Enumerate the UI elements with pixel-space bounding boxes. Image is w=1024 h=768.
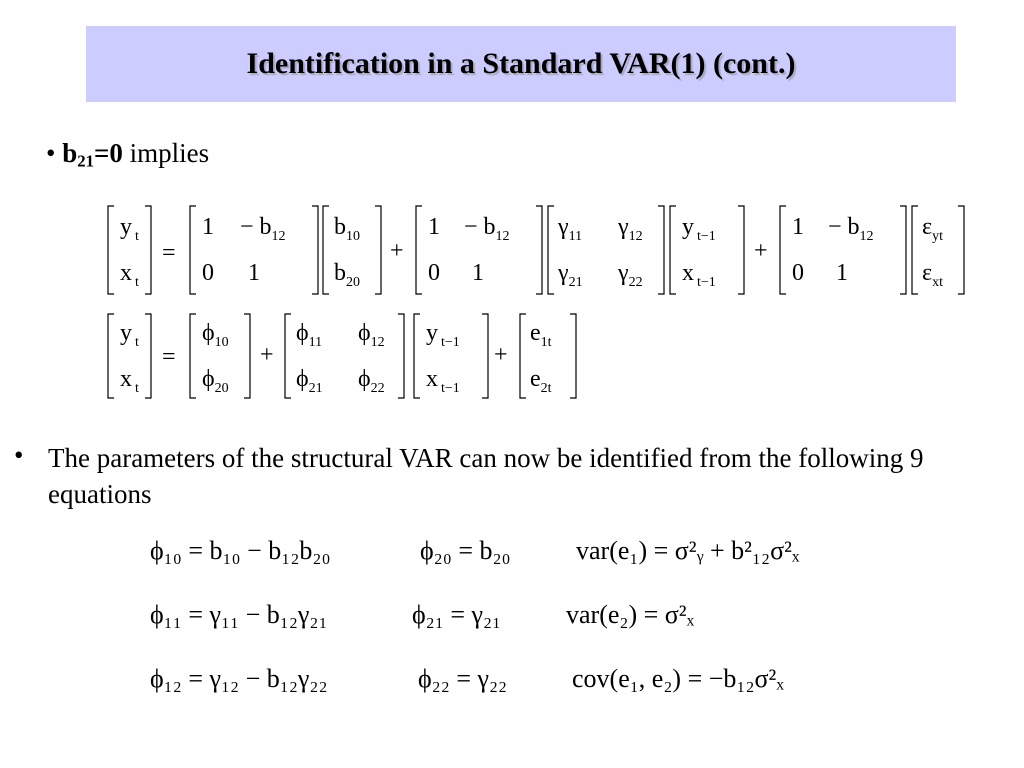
svg-text:+: + bbox=[754, 238, 768, 264]
svg-text:εyt: εyt bbox=[922, 214, 943, 244]
svg-text:− b12: − b12 bbox=[828, 214, 874, 244]
svg-text:1: 1 bbox=[428, 214, 440, 240]
svg-text:+: + bbox=[390, 238, 404, 264]
svg-text:yt−1: yt−1 bbox=[682, 214, 716, 244]
svg-text:− b12: − b12 bbox=[240, 214, 286, 244]
svg-text:b20: b20 bbox=[334, 260, 360, 290]
svg-text:b10: b10 bbox=[334, 214, 360, 244]
svg-text:ϕ10: ϕ10 bbox=[202, 320, 229, 350]
svg-text:0: 0 bbox=[202, 260, 214, 286]
brackets bbox=[107, 313, 577, 399]
title-bar: Identification in a Standard VAR(1) (con… bbox=[86, 26, 956, 102]
svg-text:xt: xt bbox=[120, 366, 139, 396]
svg-text:e1t: e1t bbox=[530, 320, 552, 350]
svg-text:εxt: εxt bbox=[922, 260, 943, 290]
b21-symbol: b21=0 bbox=[62, 138, 123, 171]
svg-text:=: = bbox=[162, 344, 176, 370]
svg-text:xt−1: xt−1 bbox=[682, 260, 716, 290]
svg-text:0: 0 bbox=[792, 260, 804, 286]
parameters-identified-text: The parameters of the structural VAR can… bbox=[48, 443, 924, 509]
equation-phi11: ϕ₁₁ = γ₁₁ − b₁₂γ₂₁ bbox=[150, 600, 328, 629]
svg-text:ϕ22: ϕ22 bbox=[358, 366, 385, 396]
svg-text:0: 0 bbox=[428, 260, 440, 286]
svg-text:xt: xt bbox=[120, 260, 139, 290]
brackets bbox=[107, 205, 965, 295]
svg-text:+: + bbox=[494, 342, 508, 368]
slide-title: Identification in a Standard VAR(1) (con… bbox=[246, 47, 796, 80]
svg-text:γ11: γ11 bbox=[557, 214, 582, 244]
equation-phi20: ϕ₂₀ = b₂₀ bbox=[420, 536, 511, 565]
bullet-b21-implies: • b21=0 implies bbox=[46, 138, 210, 171]
svg-text:ϕ11: ϕ11 bbox=[296, 320, 322, 350]
svg-text:xt−1: xt−1 bbox=[426, 366, 460, 396]
svg-text:yt−1: yt−1 bbox=[426, 320, 460, 350]
svg-text:+: + bbox=[260, 342, 274, 368]
svg-text:ϕ12: ϕ12 bbox=[358, 320, 385, 350]
svg-text:γ21: γ21 bbox=[557, 260, 583, 290]
svg-text:γ12: γ12 bbox=[617, 214, 643, 244]
bullet-marker: • bbox=[46, 138, 56, 168]
svg-text:1: 1 bbox=[248, 260, 260, 286]
equation-phi22: ϕ₂₂ = γ₂₂ bbox=[418, 664, 508, 693]
svg-text:1: 1 bbox=[202, 214, 214, 240]
svg-text:e2t: e2t bbox=[530, 366, 552, 396]
equation-phi12: ϕ₁₂ = γ₁₂ − b₁₂γ₂₂ bbox=[150, 664, 328, 693]
equation-var-e1: var(e₁) = σ²ᵧ + b²₁₂σ²ₓ bbox=[576, 536, 800, 565]
svg-text:1: 1 bbox=[836, 260, 848, 286]
bracket bbox=[107, 205, 114, 295]
svg-text:γ22: γ22 bbox=[617, 260, 643, 290]
equation-var-e2: var(e₂) = σ²ₓ bbox=[566, 600, 695, 629]
svg-text:− b12: − b12 bbox=[464, 214, 510, 244]
equation-phi21: ϕ₂₁ = γ₂₁ bbox=[412, 600, 502, 629]
equation-phi10: ϕ₁₀ = b₁₀ − b₁₂b₂₀ bbox=[150, 536, 331, 565]
bullet-marker-2: • bbox=[14, 440, 24, 470]
equation-cov-e1-e2: cov(e₁, e₂) = −b₁₂σ²ₓ bbox=[572, 664, 784, 693]
svg-text:1: 1 bbox=[792, 214, 804, 240]
svg-text:ϕ20: ϕ20 bbox=[202, 366, 229, 396]
bracket bbox=[145, 205, 152, 295]
svg-text:1: 1 bbox=[472, 260, 484, 286]
svg-text:yt: yt bbox=[120, 320, 139, 350]
implies-text: implies bbox=[122, 138, 210, 168]
svg-text:=: = bbox=[162, 240, 176, 266]
svg-text:ϕ21: ϕ21 bbox=[296, 366, 323, 396]
